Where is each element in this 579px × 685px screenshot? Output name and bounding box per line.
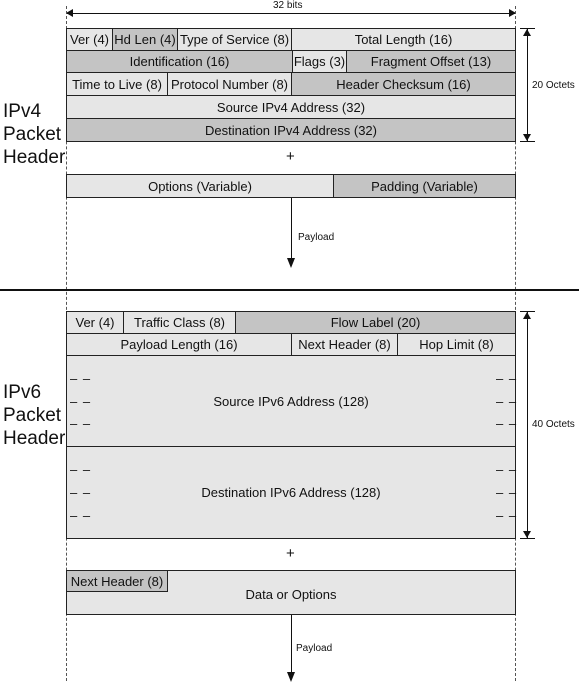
ipv4-side-label-line: Header [3,147,66,168]
source-continuation-dash: – – [70,394,92,409]
bit-width-label: 32 bits [270,0,306,11]
ipv6-octets-bracket-bottom-head [523,531,531,538]
ipv6-octets-bracket-line [527,311,528,539]
ipv4-octets-bracket-bottom-head [523,134,531,141]
ipv4-type-of-service: Type of Service (8) [177,28,292,51]
ipv4-octets-bracket-line [527,28,528,142]
ipv6-destination-address: Destination IPv6 Address (128) [66,446,516,539]
ipv4-time-to-live: Time to Live (8) [66,72,168,96]
ipv6-plus: + [286,545,295,562]
ipv6-side-label-line: Packet [3,405,62,426]
bit-width-arrow [66,13,516,14]
ipv6-side-label-line: IPv6 [3,382,42,403]
ipv4-payload-arrow [291,198,292,260]
destination-continuation-dash: – – [496,485,518,500]
ipv6-payload-length: Payload Length (16) [66,333,292,356]
ipv6-octets-label: 40 Octets [532,419,575,430]
ipv4-total-length: Total Length (16) [291,28,516,51]
ipv4-padding: Padding (Variable) [333,174,516,198]
ipv6-ext-next-header: Next Header (8) [66,570,168,592]
ipv4-source-address: Source IPv4 Address (32) [66,95,516,119]
source-continuation-dash: – – [70,371,92,386]
ipv6-payload-arrow-head [287,672,295,682]
section-separator [0,289,579,291]
bit-width-arrow-left-head [66,9,73,17]
source-continuation-dash: – – [496,416,518,431]
source-continuation-dash: – – [496,394,518,409]
ipv4-header-checksum: Header Checksum (16) [291,72,516,96]
ipv4-options: Options (Variable) [66,174,334,198]
ipv4-header-length: Hd Len (4) [112,28,178,51]
ipv4-flags: Flags (3) [292,50,347,73]
ipv4-side-label-line: Packet [3,124,62,145]
ipv6-payload-arrow [291,615,292,677]
ipv6-source-address: Source IPv6 Address (128) [66,355,516,447]
source-continuation-dash: – – [496,371,518,386]
ipv4-protocol-number: Protocol Number (8) [167,72,292,96]
ipv4-payload-label: Payload [298,232,335,243]
ipv6-octets-bracket-bottom [520,538,535,539]
ipv6-ver: Ver (4) [66,311,124,334]
destination-continuation-dash: – – [70,508,92,523]
ipv6-data-options-label: Data or Options [245,587,337,602]
ipv4-identification: Identification (16) [66,50,293,73]
destination-continuation-dash: – – [496,462,518,477]
ipv4-ver: Ver (4) [66,28,113,51]
ipv4-payload-arrow-head [287,258,295,268]
source-continuation-dash: – – [70,416,92,431]
ipv4-destination-address: Destination IPv4 Address (32) [66,118,516,142]
ipv4-plus: + [286,148,295,165]
ipv6-traffic-class: Traffic Class (8) [123,311,236,334]
ipv6-flow-label: Flow Label (20) [235,311,516,334]
ipv4-side-label-line: IPv4 [3,101,42,122]
ipv6-payload-label: Payload [296,643,333,654]
destination-continuation-dash: – – [70,462,92,477]
ipv6-next-header: Next Header (8) [291,333,398,356]
ipv6-side-label: IPv6 Packet Header [3,381,65,450]
ipv4-octets-bracket-bottom [520,141,535,142]
destination-continuation-dash: – – [70,485,92,500]
destination-continuation-dash: – – [496,508,518,523]
ipv6-octets-bracket-top [520,311,535,312]
bit-width-arrow-right-head [509,9,516,17]
ipv4-fragment-offset: Fragment Offset (13) [346,50,516,73]
ipv6-side-label-line: Header [3,428,66,449]
ipv4-side-label: IPv4 Packet Header [3,100,65,169]
ipv4-octets-label: 20 Octets [532,80,575,91]
ipv6-hop-limit: Hop Limit (8) [397,333,516,356]
ipv4-octets-bracket-top-head [523,29,531,36]
ipv4-octets-bracket-top [520,28,535,29]
ipv6-octets-bracket-top-head [523,312,531,319]
